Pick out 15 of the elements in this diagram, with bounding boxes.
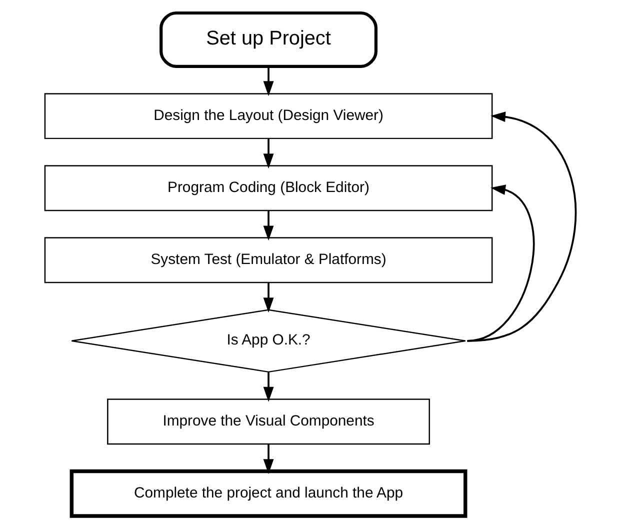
node-box: Design the Layout (Design Viewer)	[44, 93, 492, 140]
node-box: Complete the project and launch the App	[69, 469, 467, 518]
arrow	[262, 444, 274, 474]
node-box: Set up Project	[159, 11, 378, 68]
arrow	[262, 372, 274, 402]
node-box: Improve the Visual Components	[106, 398, 430, 445]
node-diamond: Is App O.K.?	[70, 309, 466, 373]
arrow	[466, 184, 534, 342]
node-box: Program Coding (Block Editor)	[44, 165, 492, 212]
arrow	[262, 66, 274, 96]
arrow	[262, 282, 274, 313]
arrow	[466, 112, 576, 342]
arrow	[262, 138, 274, 169]
node-box: System Test (Emulator & Platforms)	[44, 237, 492, 284]
arrow	[262, 210, 274, 241]
